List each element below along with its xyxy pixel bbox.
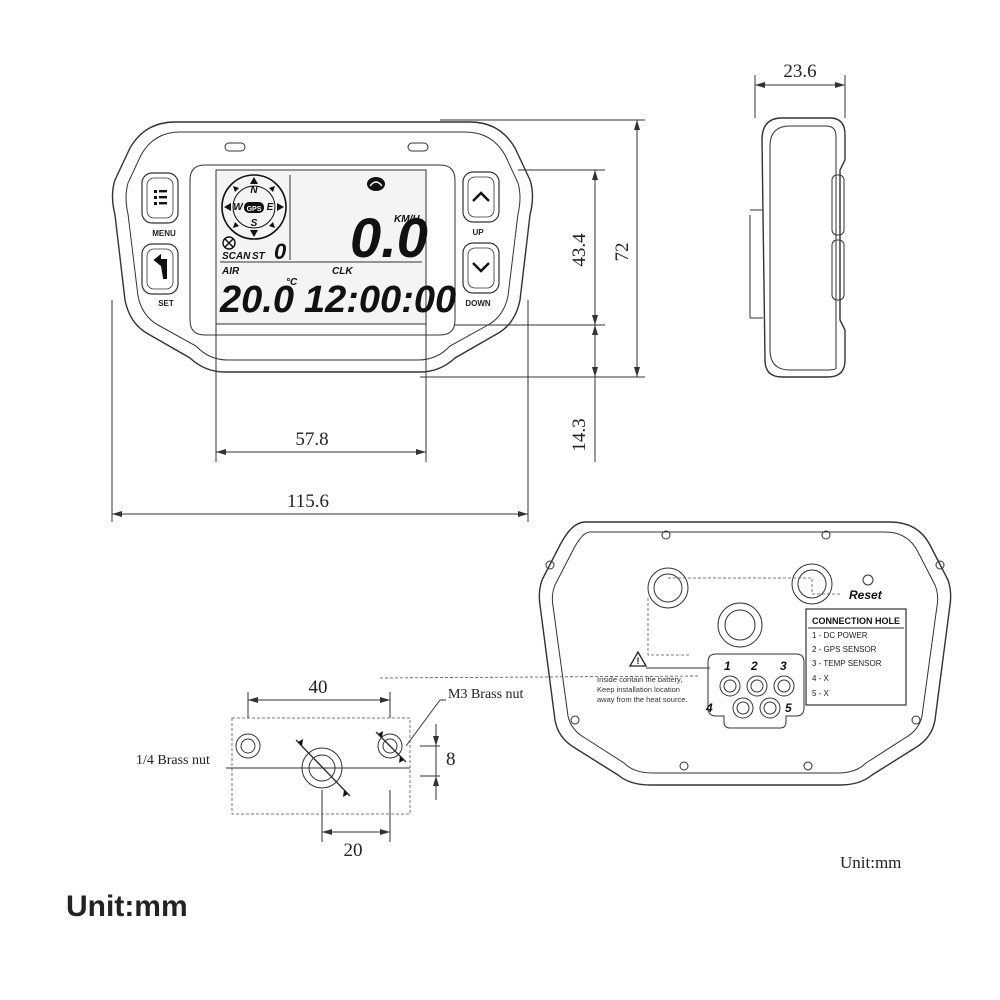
- chevron-up-icon: [472, 191, 490, 202]
- front-housing-outer: [111, 121, 534, 373]
- port-block: [707, 653, 805, 729]
- set-label: SET: [158, 299, 174, 308]
- reset-button[interactable]: [862, 574, 874, 586]
- menu-icon: [154, 190, 167, 205]
- air-value: 20.0: [219, 279, 294, 321]
- top-slot-left: [224, 142, 246, 152]
- st-value: 0: [274, 239, 287, 264]
- front-dimensions: 57.8 115.6 43.4 72 14.3: [111, 119, 645, 522]
- m3-brass-nut-label: M3 Brass nut: [448, 687, 524, 702]
- top-slot-right: [407, 142, 429, 152]
- screen-bezel: [189, 164, 456, 336]
- warning-line-2: Keep installation location: [597, 685, 680, 694]
- compass-n: N: [250, 185, 258, 196]
- dim-center-spacing: 20: [344, 840, 363, 861]
- speed-icon: [367, 177, 385, 191]
- speed-value: 0.0: [350, 206, 428, 269]
- connection-item-3: 3 - TEMP SENSOR: [812, 659, 882, 668]
- dim-total-height: 72: [612, 243, 633, 262]
- dim-screen-width: 57.8: [295, 429, 328, 450]
- enter-icon: [153, 253, 167, 279]
- connection-title: CONNECTION HOLE: [812, 616, 900, 626]
- down-button[interactable]: [462, 242, 500, 294]
- dim-depth: 23.6: [783, 61, 816, 82]
- port-number-5: 5: [785, 701, 792, 715]
- lcd-screen: [215, 169, 427, 325]
- up-label: UP: [472, 228, 484, 237]
- dim-vertical-offset: 8: [446, 749, 456, 770]
- front-housing-inner: [125, 131, 521, 361]
- front-view: GPS N S E W SCAN ST 0 0.0 KM/: [111, 121, 534, 373]
- st-label: ST: [252, 251, 266, 262]
- unit-note-large: Unit:mm: [66, 890, 188, 923]
- port-number-3: 3: [780, 659, 787, 673]
- clk-value: 12:00:00: [304, 279, 456, 321]
- compass-e: E: [267, 202, 274, 213]
- scan-icon: [222, 236, 236, 250]
- port-number-4: 4: [705, 701, 713, 715]
- mount-detail: 40 8 20 M3 Brass nut 1/4 Brass nut: [136, 677, 524, 861]
- dim-screen-height: 43.4: [569, 233, 590, 267]
- menu-label: MENU: [152, 229, 176, 238]
- reset-label: Reset: [849, 588, 883, 602]
- scan-label: SCAN: [222, 251, 251, 262]
- connection-hole-panel: [805, 608, 907, 706]
- dim-bottom-offset: 14.3: [569, 418, 590, 451]
- clk-label: CLK: [332, 266, 353, 277]
- connection-item-2: 2 - GPS SENSOR: [812, 645, 877, 654]
- speed-unit: KM/H: [394, 214, 420, 225]
- menu-button[interactable]: [141, 172, 179, 224]
- dim-total-width: 115.6: [287, 491, 329, 512]
- connection-item-4: 4 - X: [812, 674, 830, 683]
- air-label: AIR: [221, 266, 240, 277]
- connection-item-1: 1 - DC POWER: [812, 631, 868, 640]
- unit-note-small: Unit:mm: [840, 853, 901, 872]
- screw-holes: [545, 530, 945, 771]
- connector-ports: [719, 675, 795, 719]
- dim-hole-spacing: 40: [309, 677, 328, 698]
- warning-line-1: Inside contain the battery,: [597, 675, 682, 684]
- warning-line-3: away from the heat source.: [597, 695, 687, 704]
- quarter-brass-nut-label: 1/4 Brass nut: [136, 753, 210, 768]
- connection-item-5: 5 - X: [812, 689, 830, 698]
- gps-label: GPS: [247, 206, 262, 213]
- port-number-2: 2: [750, 659, 758, 673]
- svg-text:!: !: [637, 656, 640, 666]
- up-button[interactable]: [462, 171, 500, 223]
- compass-s: S: [251, 218, 258, 229]
- compass: GPS N S E W: [221, 174, 287, 240]
- port-number-1: 1: [724, 659, 731, 673]
- set-button[interactable]: [141, 243, 179, 295]
- down-label: DOWN: [465, 299, 491, 308]
- side-view: 23.6: [749, 61, 846, 378]
- compass-w: W: [233, 202, 244, 213]
- warning-icon: !: [628, 650, 648, 667]
- chevron-down-icon: [472, 262, 490, 273]
- air-unit: °C: [286, 277, 298, 288]
- back-view: Reset CONNECTION HOLE 1 - DC POWER 2 - G…: [379, 521, 952, 786]
